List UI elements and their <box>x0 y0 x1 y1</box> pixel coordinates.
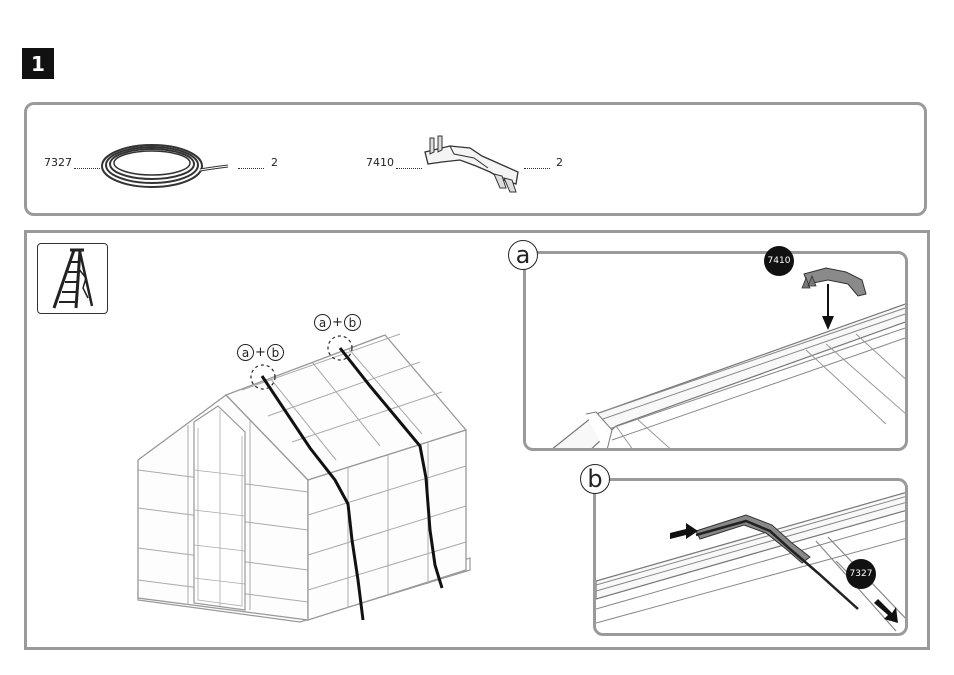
callout-plus: + <box>332 315 343 330</box>
ridge-clip-icon <box>420 132 520 200</box>
callout-a-plus-b-left: a + b <box>237 344 284 361</box>
callout-letter-a: a <box>314 314 331 331</box>
greenhouse-illustration <box>130 330 480 640</box>
part-qty-7327: 2 <box>271 156 278 169</box>
leader-dots <box>396 168 422 169</box>
part-code-7327: 7327 <box>44 156 72 169</box>
leader-dots <box>524 168 550 169</box>
step-number-badge: 1 <box>22 48 54 79</box>
leader-dots <box>74 168 100 169</box>
detail-a-panel <box>523 251 908 451</box>
detail-b-letter: b <box>580 464 610 494</box>
detail-a-letter: a <box>508 240 538 270</box>
detail-b-part-badge: 7327 <box>846 559 876 589</box>
callout-letter-b: b <box>267 344 284 361</box>
leader-dots <box>238 168 264 169</box>
callout-plus: + <box>255 345 266 360</box>
detail-a-part-badge: 7410 <box>764 246 794 276</box>
part-code-7410: 7410 <box>366 156 394 169</box>
callout-letter-b: b <box>344 314 361 331</box>
callout-a-plus-b-right: a + b <box>314 314 361 331</box>
ladder-required-box <box>37 243 108 314</box>
detail-b-panel <box>593 478 908 636</box>
callout-letter-a: a <box>237 344 254 361</box>
part-qty-7410: 2 <box>556 156 563 169</box>
strap-coil-icon <box>100 138 235 196</box>
ladder-icon <box>48 248 98 310</box>
ridge-clip-install-drawing <box>526 254 908 451</box>
